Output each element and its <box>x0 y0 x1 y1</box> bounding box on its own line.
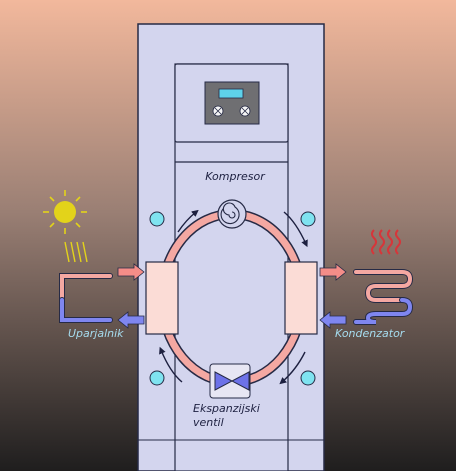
port-circle <box>300 211 316 227</box>
port-circle <box>149 370 165 386</box>
heat-waves-icon <box>371 229 401 255</box>
sun-rays-icon <box>64 241 88 263</box>
valve-icon <box>209 363 251 399</box>
hot-outflow-arrow <box>319 263 347 281</box>
condenser-coil-icon <box>353 269 414 325</box>
cold-inflow-arrow <box>319 311 347 329</box>
evaporator-connections <box>117 263 145 329</box>
flow-arrow <box>283 211 308 248</box>
port-circle <box>149 211 165 227</box>
flow-arrow <box>279 351 306 385</box>
condenser-label: Kondenzator <box>335 327 406 340</box>
controller-display <box>218 88 244 99</box>
evaporator-coil-icon <box>59 273 113 323</box>
condenser-exchanger <box>284 261 318 335</box>
port-circles <box>149 211 316 386</box>
controller-icon <box>174 63 289 143</box>
compressor-icon <box>217 199 247 229</box>
evaporator-exchanger <box>145 261 179 335</box>
hot-inflow-arrow <box>117 263 145 281</box>
flow-arrows <box>159 209 308 385</box>
compressor-label: Kompresor <box>205 170 266 183</box>
evaporator-label: Uparjalnik <box>68 327 124 340</box>
sun-icon <box>43 190 87 234</box>
flow-arrow <box>177 209 199 233</box>
flow-arrow <box>159 346 183 383</box>
port-circle <box>300 370 316 386</box>
cold-outflow-arrow <box>117 311 145 329</box>
condenser-connections <box>319 263 347 329</box>
expansion-valve-label-line2: ventil <box>193 416 224 429</box>
expansion-valve-label-line1: Ekspanzijski <box>193 402 260 415</box>
